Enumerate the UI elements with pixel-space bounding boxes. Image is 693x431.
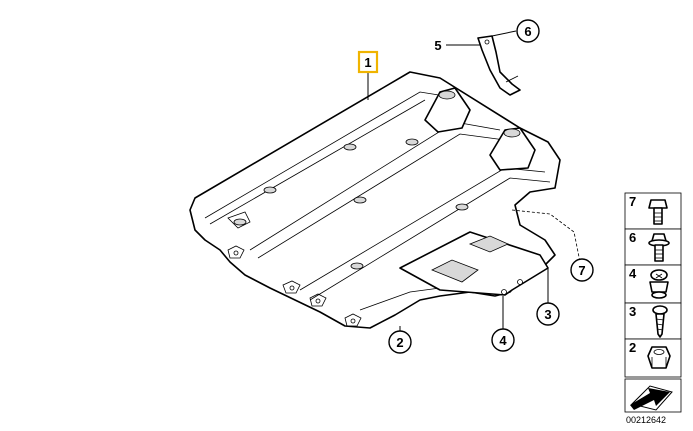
legend-item-3-label: 3 — [629, 304, 636, 319]
callout-1[interactable]: 1 — [357, 50, 379, 74]
screw-icon — [652, 305, 668, 338]
legend-item-4-label: 4 — [629, 266, 637, 281]
diagram-id: 00212642 — [626, 415, 666, 425]
legend-item-7-label: 7 — [629, 194, 636, 209]
callout-3-label: 3 — [544, 307, 551, 322]
hex-nut-icon — [647, 346, 671, 369]
expanding-nut-icon — [649, 269, 669, 299]
callout-4-label: 4 — [499, 333, 507, 348]
bolt-icon — [648, 199, 668, 225]
lower-bracket — [399, 231, 549, 296]
fastener-legend: 7 6 4 3 2 — [624, 192, 682, 425]
flange-bolt-icon — [648, 233, 670, 262]
callout-5-label: 5 — [434, 38, 441, 53]
callout-2[interactable]: 2 — [388, 330, 412, 354]
callout-7-label: 7 — [578, 263, 585, 278]
callout-1-label: 1 — [364, 55, 371, 70]
legend-item-6-label: 6 — [629, 230, 636, 245]
callout-7[interactable]: 7 — [570, 258, 594, 282]
mounting-bracket — [477, 35, 521, 96]
arrow-symbol-icon — [630, 385, 673, 411]
callout-6-label: 6 — [524, 24, 531, 39]
callout-5[interactable]: 5 — [434, 38, 441, 53]
callout-4[interactable]: 4 — [491, 328, 515, 352]
legend-item-2-label: 2 — [629, 340, 636, 355]
callout-3[interactable]: 3 — [536, 302, 560, 326]
callout-leaders — [367, 30, 581, 332]
callout-2-label: 2 — [396, 335, 403, 350]
callout-6[interactable]: 6 — [516, 19, 540, 43]
